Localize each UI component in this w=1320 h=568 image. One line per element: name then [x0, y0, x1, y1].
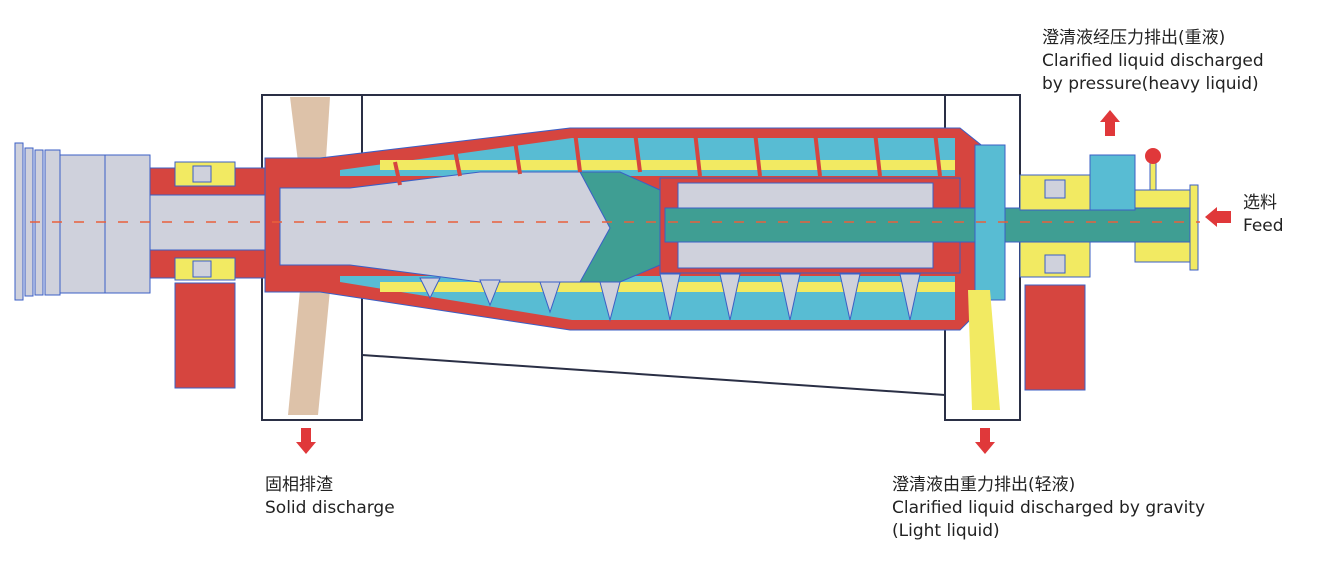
- left-bearing-housing: [149, 161, 271, 389]
- light-liquid-stream: [968, 290, 1000, 410]
- light-liquid-label-en1: Clarified liquid discharged by gravity: [892, 498, 1206, 518]
- feed-label: 选料 Feed: [1243, 192, 1284, 238]
- solid-discharge-label: 固相排渣 Solid discharge: [265, 474, 395, 520]
- arrow-up-heavy-liquid-icon: [1100, 110, 1120, 136]
- light-liquid-label-cn: 澄清液由重力排出(轻液): [892, 475, 1076, 495]
- light-liquid-label: 澄清液由重力排出(轻液) Clarified liquid discharged…: [892, 474, 1205, 543]
- heavy-liquid-label-en1: Clarified liquid discharged: [1042, 51, 1264, 71]
- arrow-left-feed-icon: [1205, 207, 1231, 227]
- arrow-down-light-liquid-icon: [975, 428, 995, 454]
- heavy-liquid-label-cn: 澄清液经压力排出(重液): [1042, 28, 1226, 48]
- feed-pipe: [664, 207, 1196, 243]
- heavy-liquid-label: 澄清液经压力排出(重液) Clarified liquid discharged…: [1042, 27, 1264, 96]
- solid-label-cn: 固相排渣: [265, 475, 333, 495]
- feed-label-en: Feed: [1243, 216, 1284, 236]
- feed-label-cn: 选料: [1243, 193, 1277, 213]
- light-phase-top: [380, 160, 955, 170]
- heavy-liquid-label-en2: by pressure(heavy liquid): [1042, 74, 1259, 94]
- pressure-valve-knob: [1145, 148, 1161, 164]
- solid-label-en: Solid discharge: [265, 498, 395, 518]
- screw-flights: [393, 131, 942, 186]
- arrow-down-solid-icon: [296, 428, 316, 454]
- conveyor-hub: [279, 171, 641, 283]
- light-liquid-label-en2: (Light liquid): [892, 521, 1000, 541]
- feed-zone: [579, 171, 661, 283]
- screw-flights-bottom: [419, 273, 921, 322]
- right-bearing-housing: [974, 144, 1199, 391]
- pulley: [14, 142, 151, 301]
